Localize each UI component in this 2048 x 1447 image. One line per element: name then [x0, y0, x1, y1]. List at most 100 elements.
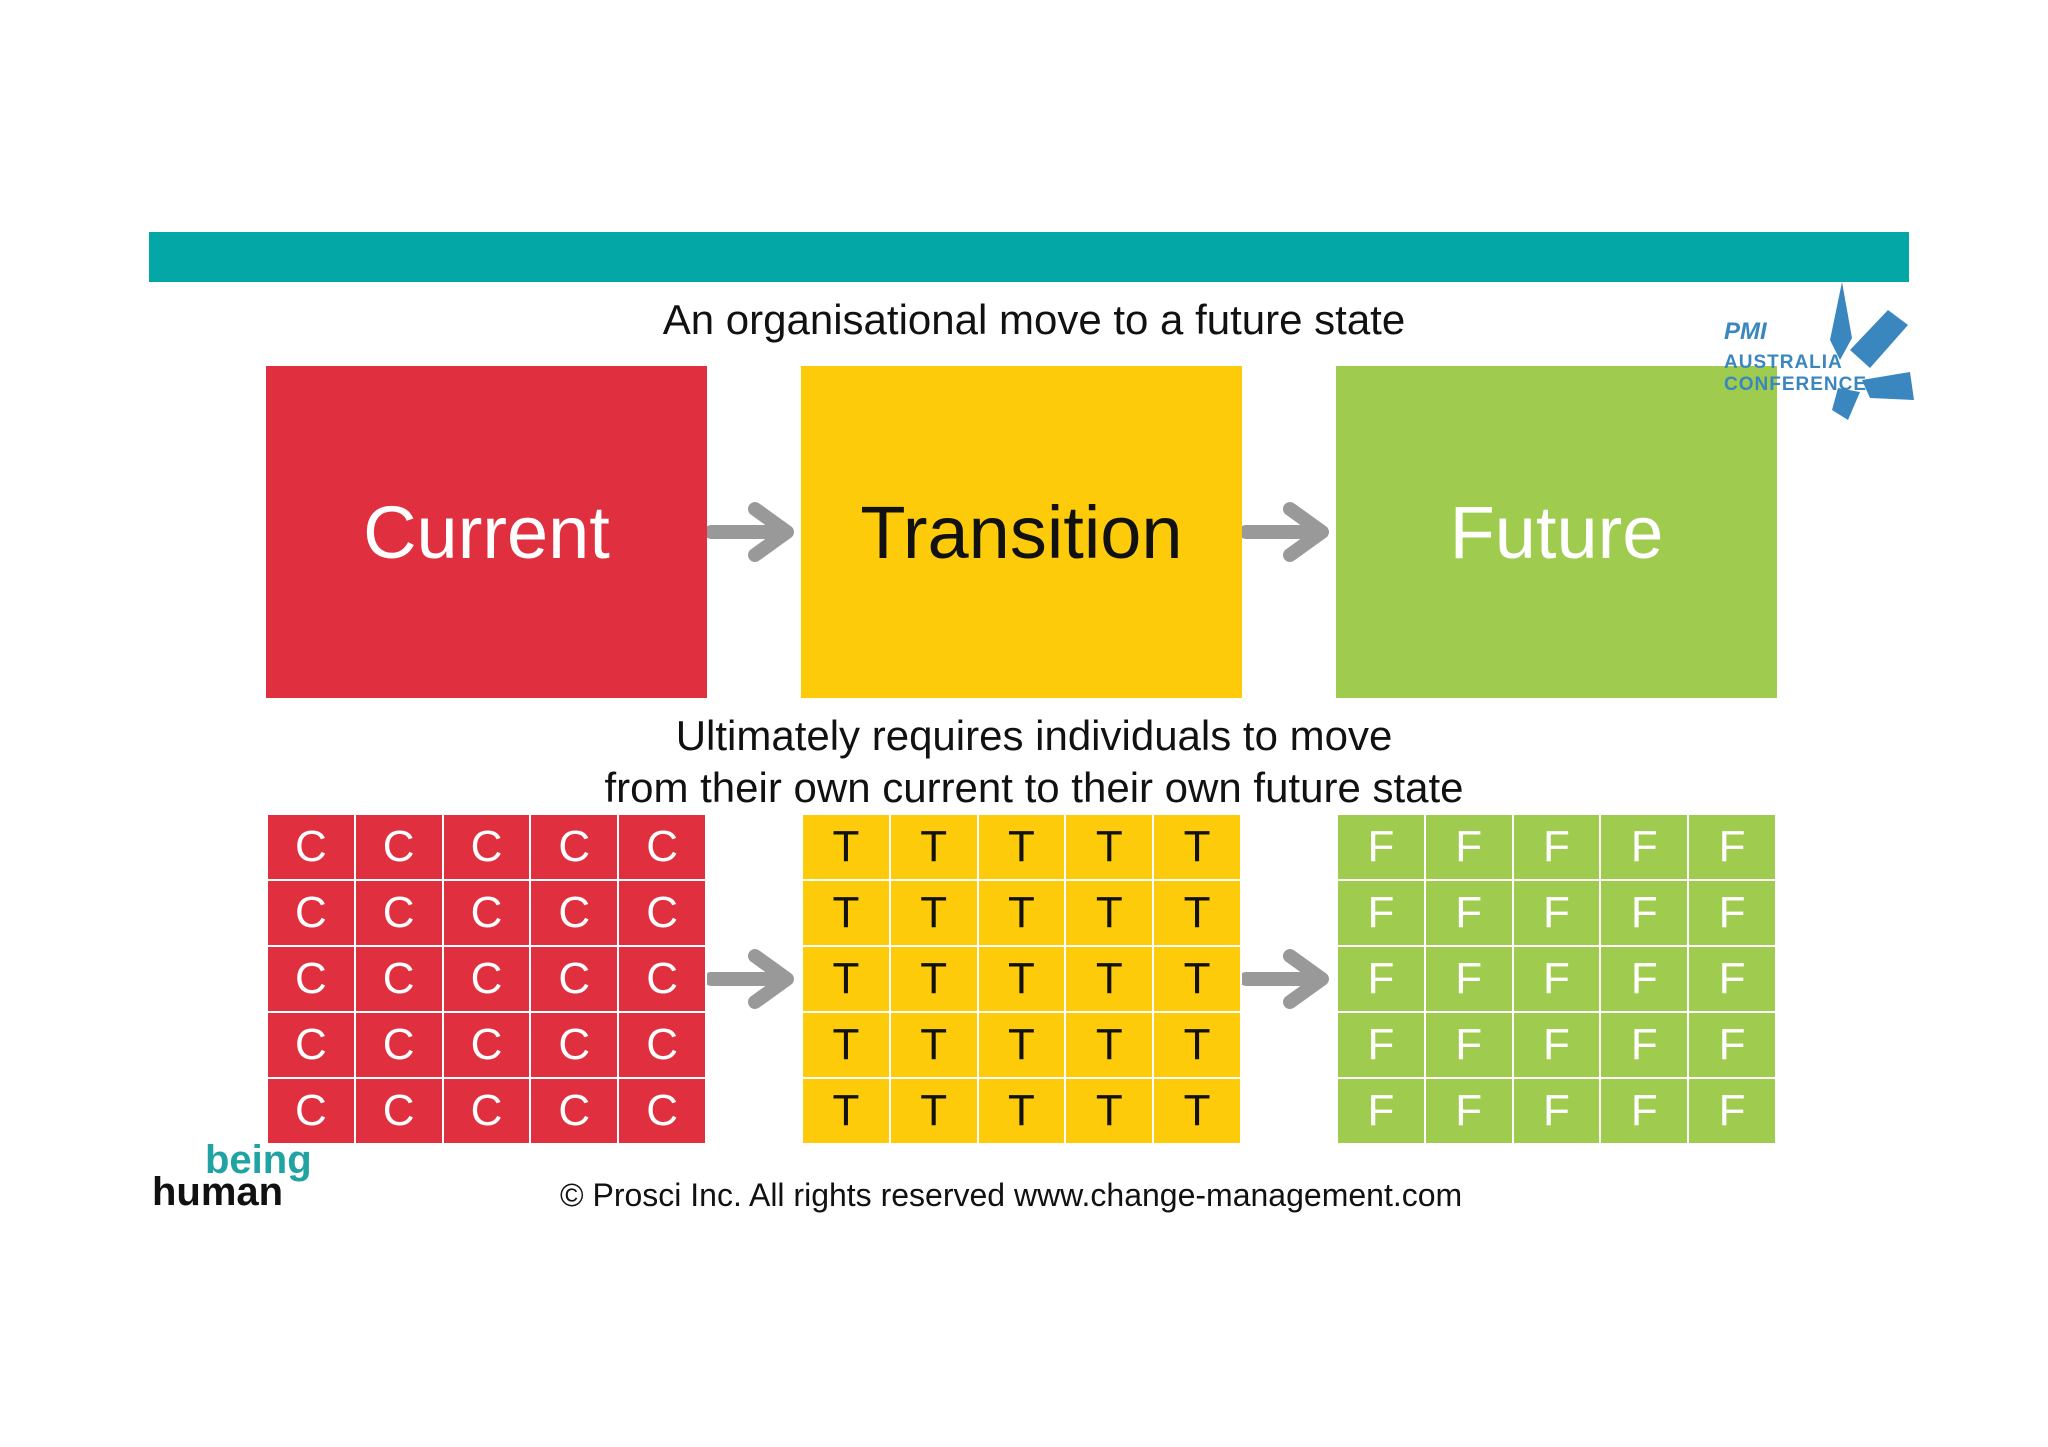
individual-cell-transition: T — [1154, 815, 1240, 879]
individual-cell-transition: T — [890, 1013, 977, 1077]
heading-individual-move-line2: from their own current to their own futu… — [604, 764, 1464, 811]
state-box-transition: Transition — [801, 366, 1242, 698]
individual-cell-transition: T — [890, 881, 977, 945]
state-label-future: Future — [1449, 490, 1664, 574]
individual-cell-transition: T — [890, 815, 977, 879]
individual-cell-current: C — [531, 1013, 618, 1077]
right-arrow-icon — [1242, 949, 1329, 1009]
individual-cell-future: F — [1689, 881, 1775, 945]
individual-cell-transition: T — [1154, 1013, 1240, 1077]
state-label-current: Current — [363, 490, 610, 574]
individual-cell-transition: T — [1154, 947, 1240, 1011]
individual-cell-current: C — [443, 1013, 530, 1077]
individual-cell-future: F — [1513, 947, 1600, 1011]
individual-cell-future: F — [1601, 1079, 1688, 1143]
individual-cell-current: C — [619, 815, 705, 879]
individual-cell-transition: T — [1066, 815, 1153, 879]
individual-cell-current: C — [355, 1013, 442, 1077]
individual-cell-current: C — [619, 1013, 705, 1077]
individual-cell-transition: T — [978, 1079, 1065, 1143]
state-label-transition: Transition — [860, 490, 1183, 574]
individual-cell-transition: T — [803, 1079, 889, 1143]
individual-cell-future: F — [1425, 1013, 1512, 1077]
right-arrow-icon — [1242, 502, 1329, 562]
pmi-logo-line1: AUSTRALIA — [1724, 352, 1843, 373]
pmi-logo-wordmark: PMI — [1724, 318, 1767, 345]
individual-cell-current: C — [355, 947, 442, 1011]
individual-cell-future: F — [1601, 881, 1688, 945]
individual-cell-future: F — [1601, 1013, 1688, 1077]
individual-cell-future: F — [1425, 1079, 1512, 1143]
individual-cell-current: C — [443, 881, 530, 945]
individual-cell-transition: T — [1066, 881, 1153, 945]
pmi-australia-conference-logo — [1830, 282, 1914, 420]
individual-cell-future: F — [1338, 881, 1424, 945]
individual-cell-current: C — [619, 947, 705, 1011]
individual-cell-future: F — [1689, 1013, 1775, 1077]
individual-cell-current: C — [268, 1013, 354, 1077]
individual-cell-future: F — [1513, 1079, 1600, 1143]
individual-cell-current: C — [268, 881, 354, 945]
individual-cell-current: C — [531, 947, 618, 1011]
individual-cell-transition: T — [803, 881, 889, 945]
individual-cell-transition: T — [1154, 1079, 1240, 1143]
individual-cell-current: C — [531, 815, 618, 879]
individual-cell-future: F — [1338, 815, 1424, 879]
individual-cell-transition: T — [1154, 881, 1240, 945]
individual-cell-current: C — [443, 815, 530, 879]
individual-cell-future: F — [1513, 881, 1600, 945]
individual-cell-current: C — [443, 1079, 530, 1143]
individual-cell-future: F — [1513, 815, 1600, 879]
heading-individual-move: Ultimately requires individuals to move … — [474, 710, 1594, 814]
individual-cell-future: F — [1425, 815, 1512, 879]
individual-cell-future: F — [1601, 815, 1688, 879]
right-arrow-icon — [707, 502, 794, 562]
top-accent-bar — [149, 232, 1909, 282]
state-box-current: Current — [266, 366, 707, 698]
individual-cell-current: C — [619, 881, 705, 945]
individual-cell-future: F — [1425, 881, 1512, 945]
individual-cell-future: F — [1425, 947, 1512, 1011]
individual-cell-current: C — [268, 947, 354, 1011]
individual-cell-current: C — [355, 815, 442, 879]
individual-cell-transition: T — [1066, 947, 1153, 1011]
individual-cell-transition: T — [1066, 1079, 1153, 1143]
copyright-notice: © Prosci Inc. All rights reserved www.ch… — [560, 1177, 1463, 1213]
individual-cell-transition: T — [1066, 1013, 1153, 1077]
individual-cell-current: C — [268, 1079, 354, 1143]
right-arrow-icon — [707, 949, 794, 1009]
individual-cell-current: C — [619, 1079, 705, 1143]
pmi-logo-line2: CONFERENCE — [1724, 374, 1868, 395]
logo-being: being — [205, 1138, 312, 1182]
individual-cell-future: F — [1689, 1079, 1775, 1143]
individual-cell-transition: T — [890, 947, 977, 1011]
individual-cell-future: F — [1689, 815, 1775, 879]
individual-cell-transition: T — [978, 881, 1065, 945]
individual-cell-transition: T — [978, 815, 1065, 879]
individual-cell-transition: T — [978, 1013, 1065, 1077]
individual-cell-current: C — [531, 1079, 618, 1143]
individual-cell-future: F — [1338, 1013, 1424, 1077]
individual-cell-future: F — [1338, 947, 1424, 1011]
individual-cell-future: F — [1338, 1079, 1424, 1143]
individual-cell-transition: T — [803, 947, 889, 1011]
individual-cell-transition: T — [803, 815, 889, 879]
individual-cell-transition: T — [890, 1079, 977, 1143]
state-box-future: Future — [1336, 366, 1777, 698]
heading-organisational-move: An organisational move to a future state — [662, 296, 1406, 343]
heading-individual-move-line1: Ultimately requires individuals to move — [675, 712, 1393, 759]
individual-cell-future: F — [1601, 947, 1688, 1011]
individual-cell-current: C — [355, 881, 442, 945]
individual-cell-current: C — [355, 1079, 442, 1143]
individual-cell-current: C — [531, 881, 618, 945]
logo-human: human — [152, 1170, 284, 1214]
individual-cell-future: F — [1513, 1013, 1600, 1077]
individual-cell-current: C — [268, 815, 354, 879]
individual-cell-transition: T — [803, 1013, 889, 1077]
individual-cell-transition: T — [978, 947, 1065, 1011]
individual-cell-current: C — [443, 947, 530, 1011]
individual-cell-future: F — [1689, 947, 1775, 1011]
